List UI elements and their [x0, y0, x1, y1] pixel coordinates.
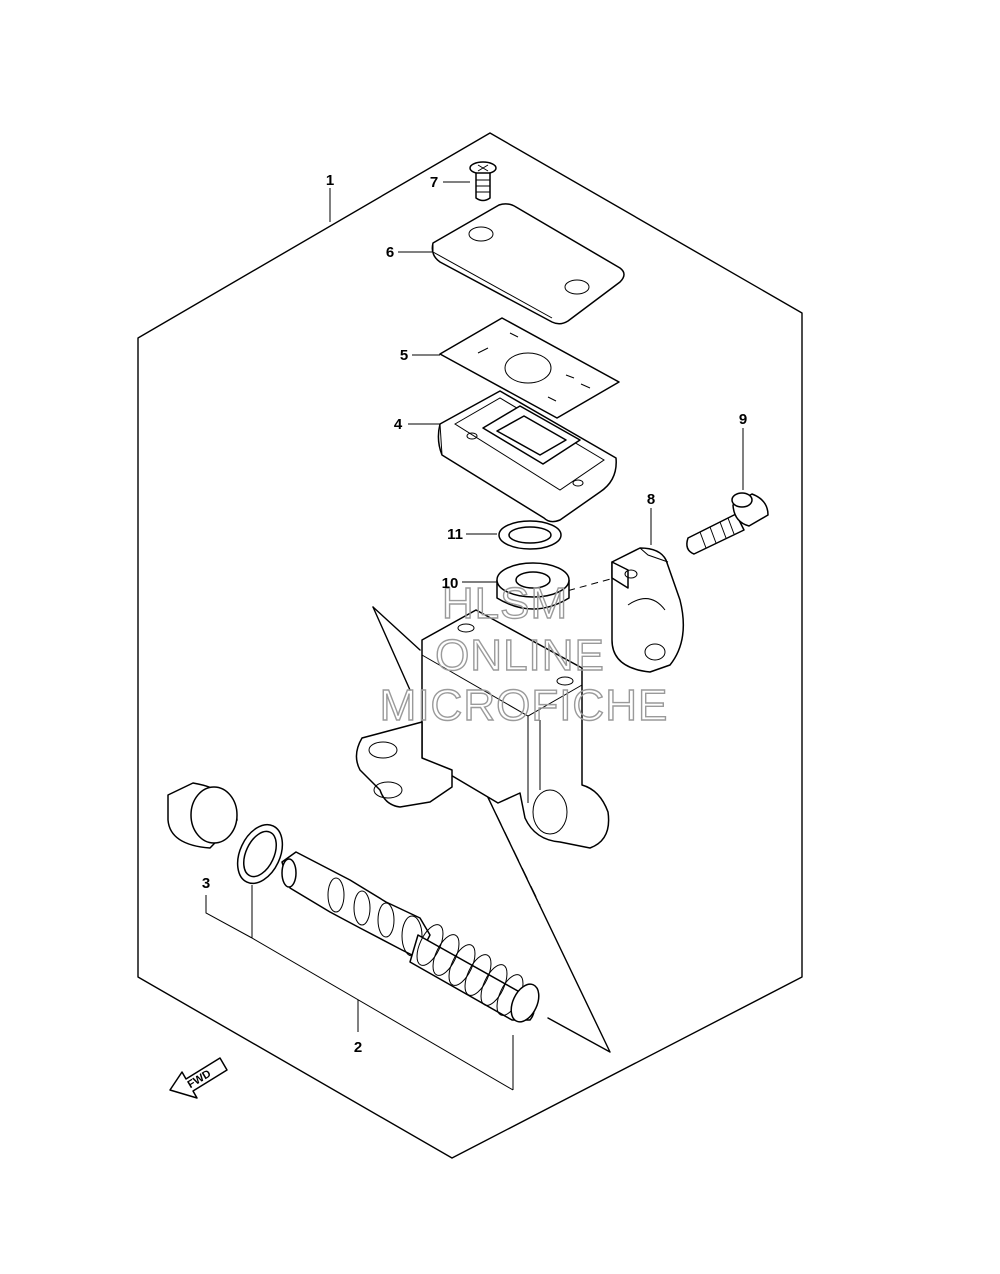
projection-lines [372, 606, 611, 1053]
master-cylinder-body [355, 609, 610, 849]
part-9-bolt [686, 492, 769, 555]
part-8-clamp [611, 547, 685, 673]
circlip [236, 823, 284, 885]
watermark-line-3: MICROFICHE [380, 681, 669, 730]
part-3-boot [167, 782, 238, 849]
callout-10: 10 [442, 575, 459, 592]
part-4-diaphragm [437, 390, 617, 523]
callout-7: 7 [430, 174, 438, 191]
part-11-o-ring [498, 520, 562, 550]
callout-1: 1 [326, 172, 334, 189]
part-2-piston-spring [281, 851, 540, 1023]
assembly-boundary [137, 132, 803, 1159]
fwd-arrow-icon: FWD [169, 1057, 228, 1099]
callout-9: 9 [739, 411, 747, 428]
part-7-screw [469, 161, 497, 202]
part-5-plate [439, 317, 620, 419]
part-6-cap [431, 203, 625, 325]
callout-2: 2 [354, 1039, 362, 1056]
watermark-line-2: ONLINE [435, 631, 605, 680]
callout-11: 11 [447, 526, 463, 543]
watermark-line-1: HLSM [442, 579, 568, 628]
callout-labels: 1 2 3 4 5 6 7 8 9 10 11 [202, 172, 747, 1056]
part-10-ring [496, 562, 570, 610]
watermark: HLSM ONLINE MICROFICHE [379, 578, 669, 730]
callout-5: 5 [400, 347, 408, 364]
callout-4: 4 [394, 416, 403, 433]
callout-3: 3 [202, 875, 210, 892]
callout-6: 6 [386, 244, 394, 261]
callout-8: 8 [647, 491, 655, 508]
